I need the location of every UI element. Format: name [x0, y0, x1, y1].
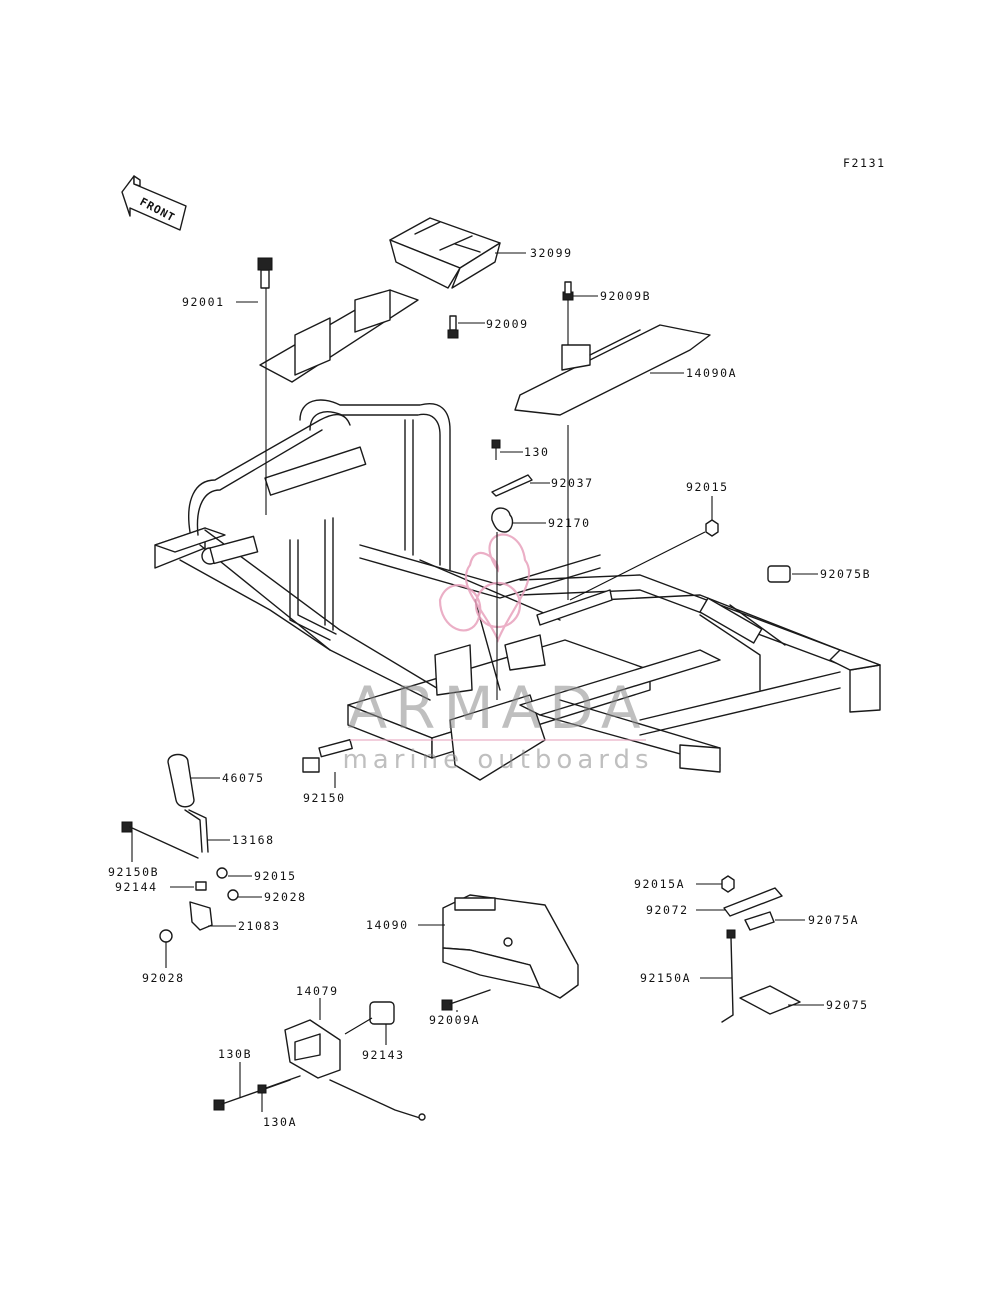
label-92009b: 92009B [600, 289, 651, 303]
label-92009a: 92009A [429, 1013, 480, 1027]
leader-lines [131, 252, 824, 1112]
label-92009: 92009 [486, 317, 529, 331]
label-32099: 32099 [530, 246, 573, 260]
parts-130-bolts [213, 1075, 301, 1111]
label-92150: 92150 [303, 791, 346, 805]
label-92075b: 92075B [820, 567, 871, 581]
part-92015-nut [705, 519, 719, 537]
label-92150a: 92150A [640, 971, 691, 985]
right-fasteners [721, 875, 801, 1023]
label-92075: 92075 [826, 998, 869, 1012]
label-13168: 13168 [232, 833, 275, 847]
part-92001-bolt [257, 257, 273, 289]
part-32099-cover [389, 217, 501, 289]
label-92072: 92072 [646, 903, 689, 917]
center-fasteners [491, 439, 533, 533]
part-92075b-pad [767, 565, 791, 583]
armada-watermark: ARMADA marine outboards [342, 533, 653, 775]
label-14090a: 14090A [686, 366, 737, 380]
label-92143: 92143 [362, 1048, 405, 1062]
label-92028-a: 92028 [264, 890, 307, 904]
label-92015-left: 92015 [254, 869, 297, 883]
watermark-logo-icon [438, 533, 531, 643]
label-92028-b: 92028 [142, 971, 185, 985]
watermark-brand: ARMADA [347, 674, 648, 742]
part-14090a-plate [514, 324, 711, 416]
part-92009-bolt [447, 315, 459, 339]
label-92144: 92144 [115, 880, 158, 894]
label-92150b: 92150B [108, 865, 159, 879]
label-92170: 92170 [548, 516, 591, 530]
label-92037: 92037 [551, 476, 594, 490]
label-14079: 14079 [296, 984, 339, 998]
frame-assembly [154, 399, 881, 781]
label-92015-top: 92015 [686, 480, 729, 494]
part-labels: 32099 92009 92009B 92001 14090A 130 9203… [108, 246, 871, 1129]
label-130a: 130A [263, 1115, 297, 1129]
part-92009b-bolt [562, 281, 574, 301]
label-21083: 21083 [238, 919, 281, 933]
shift-lever-group [121, 753, 239, 943]
label-46075: 46075 [222, 771, 265, 785]
left-seat-bracket [259, 289, 419, 383]
label-130b: 130B [218, 1047, 252, 1061]
part-92009a-bolt [441, 989, 491, 1011]
part-14079-bracket [284, 1001, 426, 1121]
label-92015a: 92015A [634, 877, 685, 891]
front-arrow-icon: FRONT [121, 175, 187, 231]
part-14090-guard [442, 894, 579, 999]
label-130: 130 [524, 445, 550, 459]
part-92150-bolt [302, 739, 353, 773]
label-92001: 92001 [182, 295, 225, 309]
watermark-tagline: marine outboards [342, 745, 653, 775]
label-92075a: 92075A [808, 913, 859, 927]
label-14090: 14090 [366, 918, 409, 932]
figure-code: F2131 [843, 156, 886, 170]
